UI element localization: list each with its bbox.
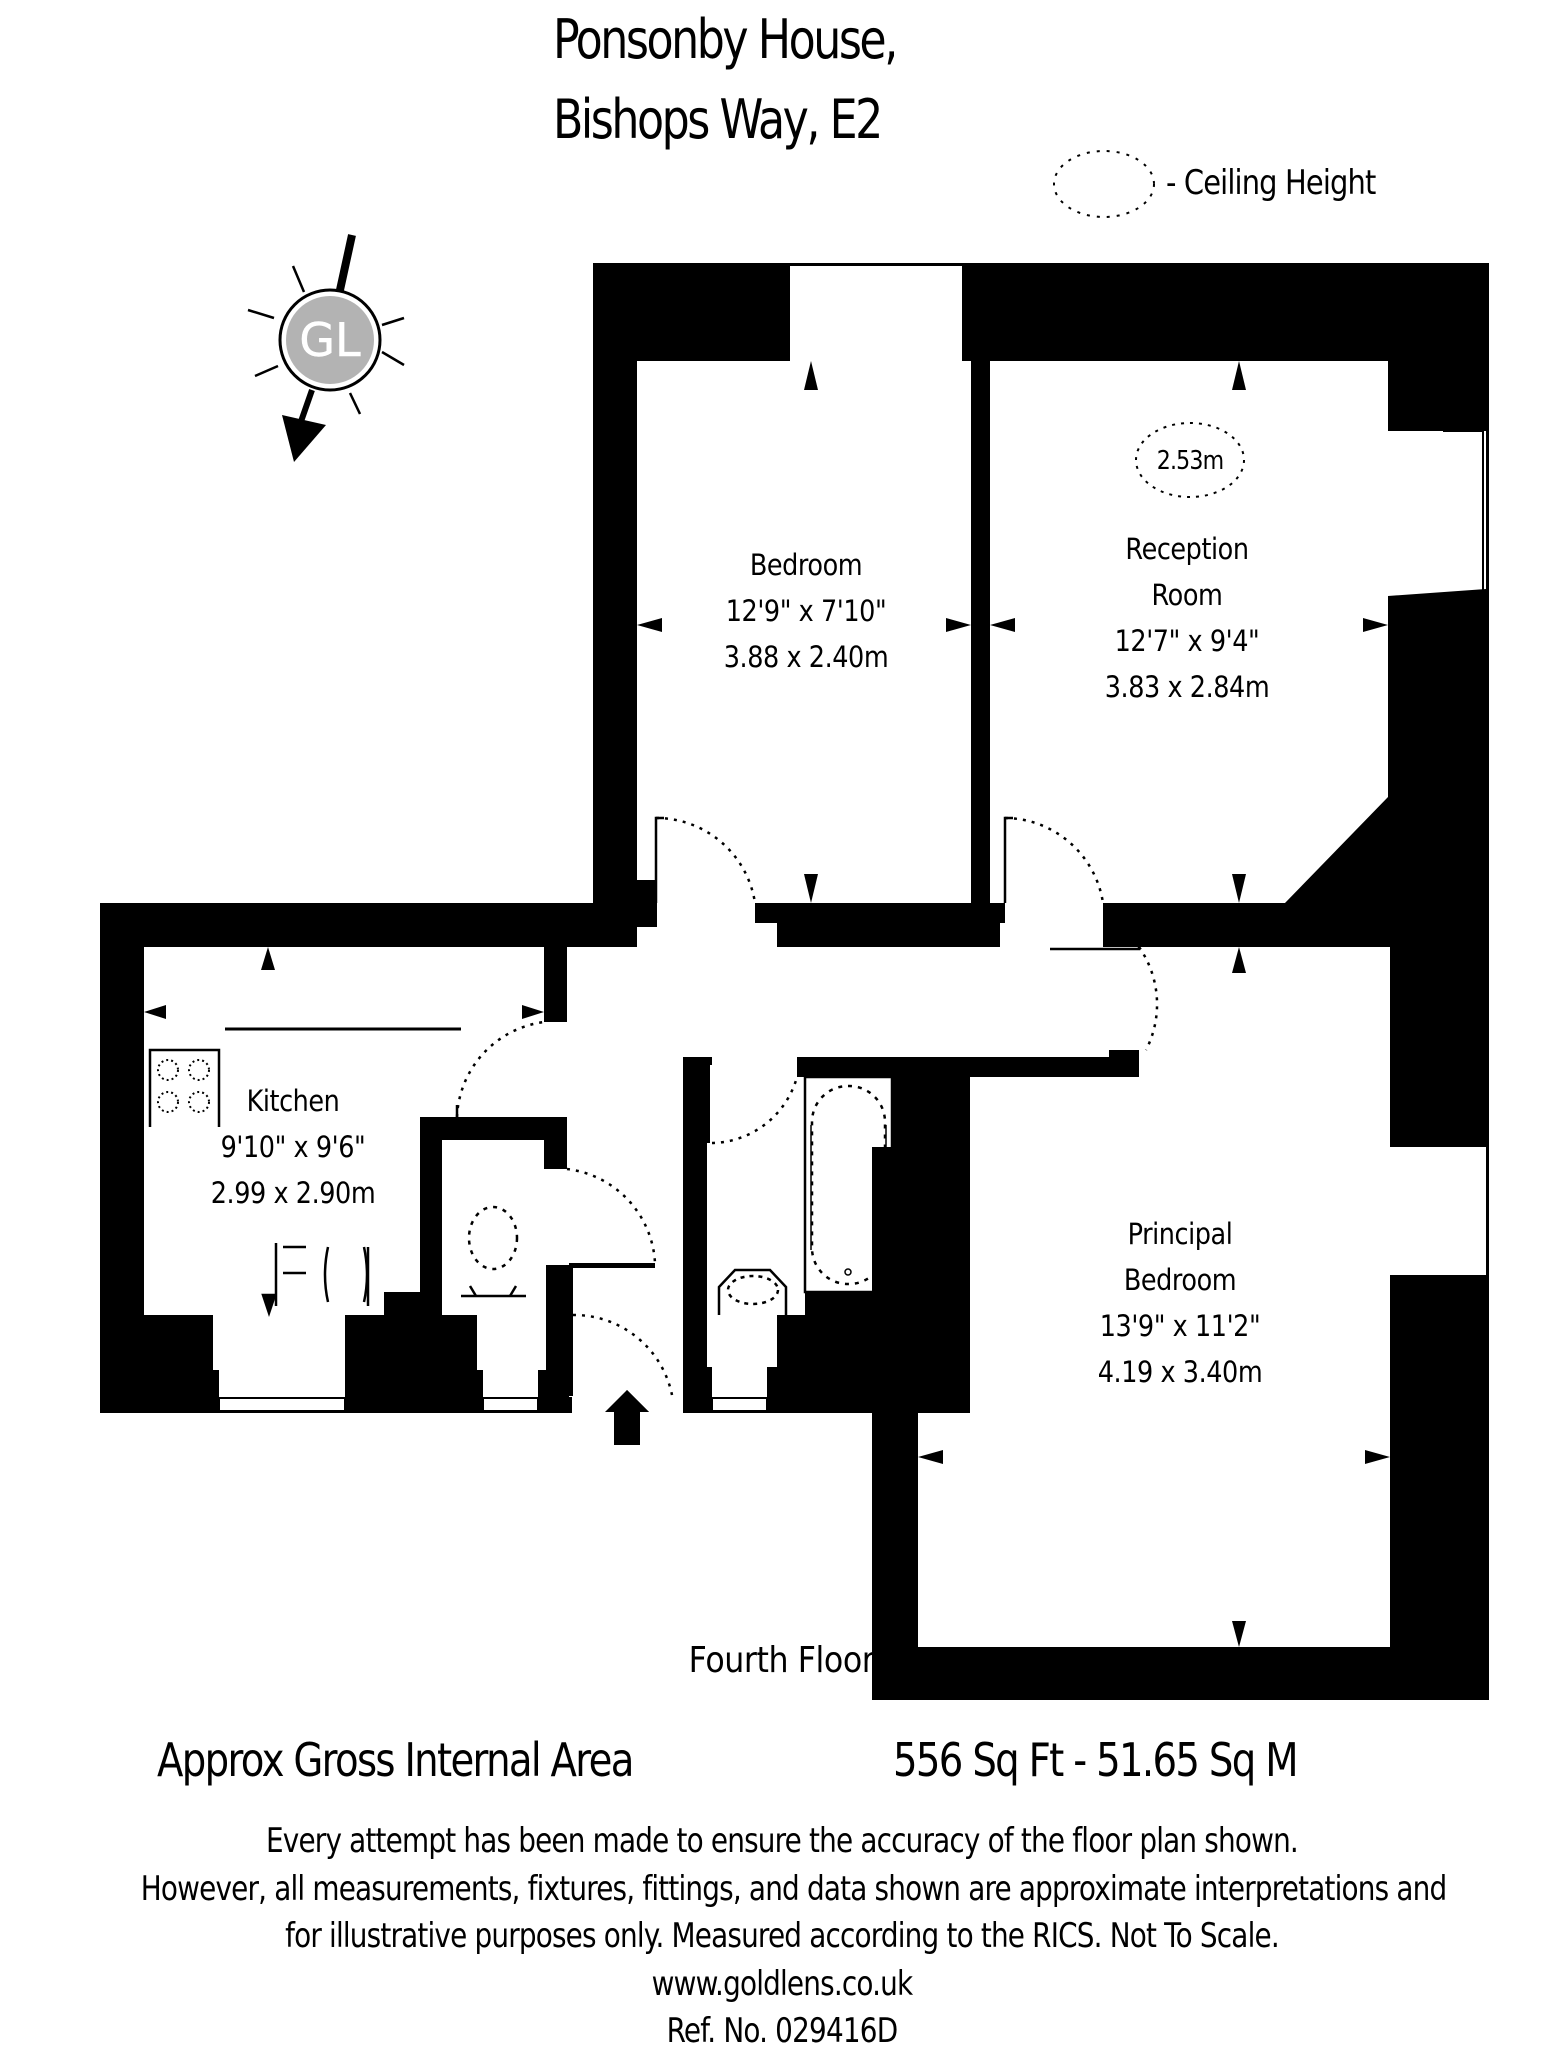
title-line-2: Bishops Way, E2	[553, 88, 883, 151]
room-label-principal-bedroom: Principal Bedroom 13'9" x 11'2" 4.19 x 3…	[1098, 1211, 1263, 1395]
kitchen-door-swing	[455, 1020, 545, 1118]
room-name: Kitchen	[246, 1084, 340, 1118]
bedroom-door-swing	[655, 816, 757, 904]
room-name: Bedroom	[749, 548, 863, 582]
area-label: Approx Gross Internal Area	[157, 1733, 634, 1787]
bathroom-door-swing	[711, 1076, 799, 1145]
entrance-arrow-icon	[605, 1390, 649, 1445]
disclaimer-line-1: Every attempt has been made to ensure th…	[266, 1821, 1299, 1861]
room-name-line-1: Reception	[1125, 532, 1249, 566]
door-swings	[455, 816, 1159, 1396]
website-link[interactable]: www.goldlens.co.uk	[651, 1963, 914, 2004]
dashed-ellipse-icon	[1053, 150, 1155, 218]
room-label-kitchen: Kitchen 9'10" x 9'6" 2.99 x 2.90m	[211, 1078, 376, 1216]
floor-name: Fourth Floor	[0, 1640, 1564, 1681]
compass-sun-icon: GL	[247, 234, 405, 462]
door-frames	[455, 816, 1141, 1117]
ceiling-height-legend-label: - Ceiling Height	[1166, 163, 1376, 203]
room-name-line-2: Room	[1151, 578, 1223, 612]
room-dims-imperial: 9'10" x 9'6"	[220, 1130, 366, 1164]
floor-name-text: Fourth Floor	[689, 1640, 875, 1681]
room-dims-metric: 3.83 x 2.84m	[1104, 670, 1270, 704]
room-name-line-2: Bedroom	[1123, 1263, 1237, 1297]
measurement-markers	[144, 361, 1390, 1647]
ceiling-height-marker	[1135, 422, 1245, 498]
room-name-line-1: Principal	[1127, 1217, 1233, 1251]
reception-door-swing	[1004, 816, 1105, 904]
property-title: Ponsonby House, Bishops Way, E2	[553, 0, 898, 160]
area-value: 556 Sq Ft - 51.65 Sq M	[893, 1733, 1299, 1787]
room-dims-metric: 2.99 x 2.90m	[210, 1176, 376, 1210]
room-label-reception: Reception Room 12'7" x 9'4" 3.83 x 2.84m	[1105, 526, 1270, 710]
fridge-washer-icon	[261, 1243, 370, 1317]
bath-icon	[803, 1075, 894, 1294]
walls	[100, 263, 1489, 1700]
windows	[218, 264, 1484, 1412]
disclaimer-line-3: for illustrative purposes only. Measured…	[285, 1916, 1280, 1956]
room-dims-metric: 3.88 x 2.40m	[723, 640, 889, 674]
basin-icon	[717, 1268, 788, 1315]
disclaimer: Every attempt has been made to ensure th…	[0, 1818, 1564, 2056]
hob-icon	[148, 1048, 221, 1127]
room-dims-metric: 4.19 x 3.40m	[1097, 1355, 1263, 1389]
entrance-door-swing	[572, 1313, 674, 1396]
room-dims-imperial: 12'9" x 7'10"	[725, 594, 887, 628]
reference-number: Ref. No. 029416D	[666, 2011, 899, 2051]
wc-door-swing	[566, 1167, 657, 1264]
ceiling-height-value: 2.53m	[1156, 446, 1224, 476]
disclaimer-line-2: However, all measurements, fixtures, fit…	[140, 1868, 1447, 1909]
room-label-bedroom: Bedroom 12'9" x 7'10" 3.88 x 2.40m	[724, 542, 889, 680]
title-line-1: Ponsonby House,	[553, 8, 898, 71]
room-dims-imperial: 13'9" x 11'2"	[1099, 1309, 1261, 1343]
compass-logo-text: GL	[299, 313, 361, 367]
principal-door-swing	[1137, 946, 1159, 1051]
room-dims-imperial: 12'7" x 9'4"	[1114, 624, 1260, 658]
toilet-icon	[461, 1205, 526, 1298]
